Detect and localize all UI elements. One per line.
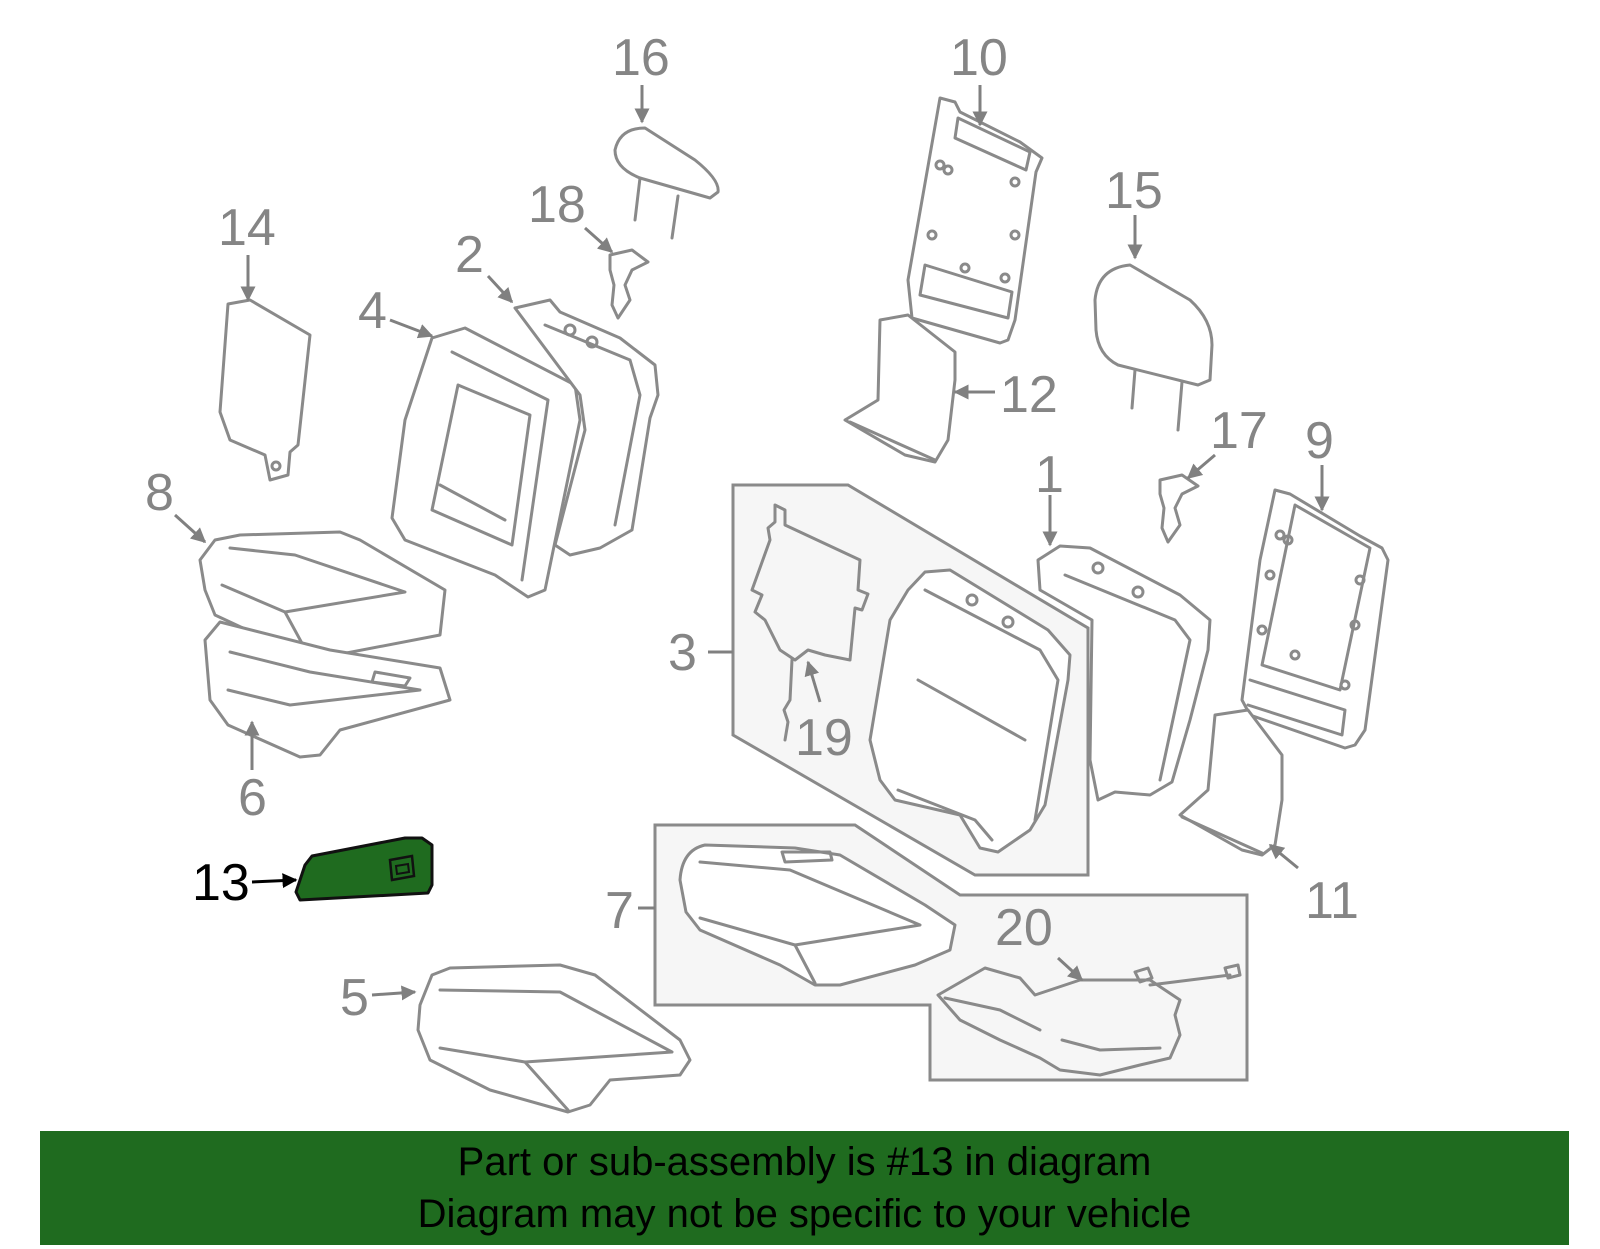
part-18-guide	[608, 248, 650, 320]
callout-20: 20	[995, 899, 1053, 957]
part-1-seat-back	[1036, 544, 1212, 802]
callout-17: 17	[1210, 402, 1268, 460]
callout-5: 5	[340, 969, 369, 1027]
part-20-seat-heater	[936, 963, 1242, 1077]
leader-lines	[173, 85, 1330, 1001]
part-2-seat-back-frame	[513, 298, 660, 557]
callout-1: 1	[1035, 446, 1064, 504]
callout-3: 3	[668, 624, 697, 682]
banner-line-1: Part or sub-assembly is #13 in diagram	[457, 1140, 1152, 1184]
part-11-back-panel	[1178, 708, 1284, 857]
callout-15: 15	[1105, 162, 1163, 220]
part-16-headrest	[613, 126, 720, 240]
callout-14: 14	[218, 199, 276, 257]
callout-9: 9	[1305, 412, 1334, 470]
part-7-cushion-assembly	[678, 843, 957, 987]
part-5-cushion	[416, 963, 692, 1114]
callout-19: 19	[795, 709, 853, 767]
callout-13: 13	[192, 854, 250, 912]
callout-10: 10	[950, 29, 1008, 87]
callout-6: 6	[238, 769, 267, 827]
part-17-guide	[1158, 473, 1200, 544]
part-9-back-frame	[1240, 488, 1390, 750]
part-14-panel	[218, 298, 312, 482]
part-15-headrest	[1093, 263, 1214, 432]
info-banner: Part or sub-assembly is #13 in diagram D…	[40, 1131, 1569, 1245]
part-10-back-frame	[906, 96, 1044, 345]
callout-16: 16	[612, 29, 670, 87]
callout-12: 12	[1000, 366, 1058, 424]
part-12-back-panel	[843, 313, 957, 464]
callout-7: 7	[605, 882, 634, 940]
callout-18: 18	[528, 176, 586, 234]
part-4-seat-back	[390, 326, 582, 599]
part-13-highlighted	[294, 836, 434, 902]
part-8-cushion-cover	[198, 530, 447, 662]
callout-4: 4	[358, 282, 387, 340]
callout-2: 2	[455, 226, 484, 284]
callout-8: 8	[145, 464, 174, 522]
callout-11: 11	[1305, 872, 1359, 930]
part-6-cushion-pad	[203, 620, 452, 759]
banner-line-2: Diagram may not be specific to your vehi…	[417, 1192, 1192, 1236]
part-3-seat-back-assembly	[750, 503, 1072, 854]
